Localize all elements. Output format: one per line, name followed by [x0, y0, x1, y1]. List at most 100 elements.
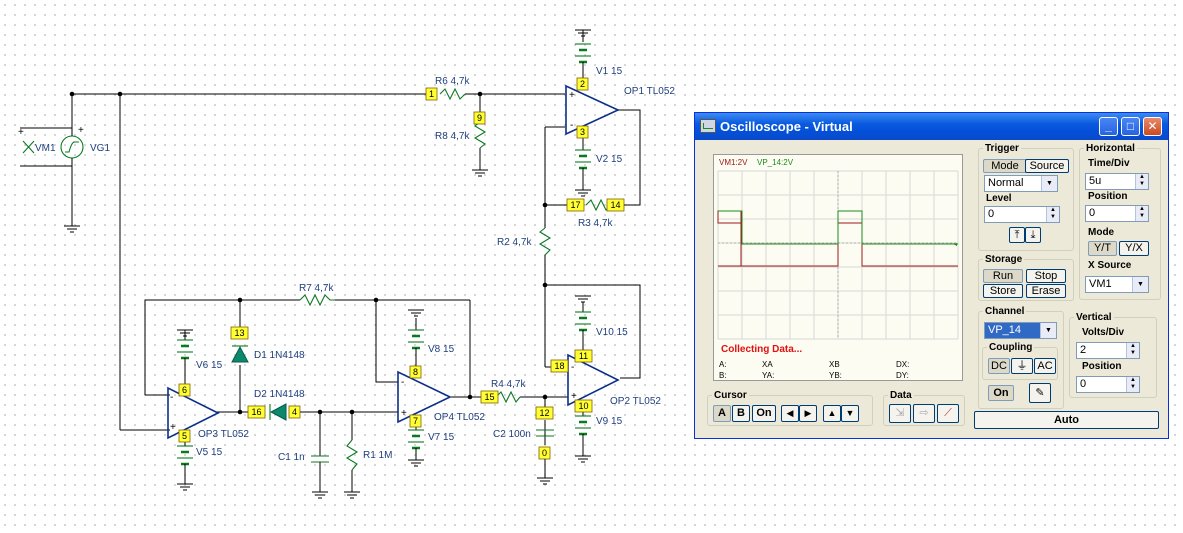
- trigger-mode-select[interactable]: Normal▼: [984, 175, 1058, 192]
- arrow-right-icon[interactable]: ▶: [799, 405, 817, 422]
- capacitor-c1[interactable]: C1 1n: [278, 450, 329, 492]
- yt-mode-button[interactable]: Y/T: [1088, 241, 1117, 256]
- erase-button[interactable]: Erase: [1026, 284, 1066, 298]
- oscilloscope-window[interactable]: Oscilloscope - Virtual _ □ ✕ VM1:2V VP_1…: [694, 112, 1169, 439]
- cursor-on-button[interactable]: On: [752, 405, 776, 422]
- data-import-icon[interactable]: ⇲: [889, 404, 911, 423]
- data-group: Data: [883, 390, 965, 426]
- channel1-legend: VM1:2V: [719, 158, 748, 167]
- vpos-input[interactable]: 0▲▼: [1076, 376, 1140, 393]
- node-16: 16: [251, 407, 261, 417]
- chevron-down-icon: ▼: [1132, 277, 1148, 292]
- channel-on-button[interactable]: On: [988, 385, 1014, 401]
- hpos-value: 0: [1089, 207, 1096, 219]
- arrow-left-icon[interactable]: ◀: [781, 405, 799, 422]
- spin-arrows-icon: ▲▼: [1046, 207, 1059, 222]
- channel2-legend: VP_14:2V: [757, 158, 794, 167]
- timediv-label: Time/Div: [1088, 158, 1130, 169]
- resistor-r2[interactable]: R2 4,7k: [497, 227, 552, 256]
- svg-text:-: -: [570, 120, 573, 131]
- gnd-coupling-button[interactable]: ⏚: [1011, 358, 1033, 374]
- timediv-value: 5u: [1089, 175, 1102, 187]
- voltsdiv-value: 2: [1080, 344, 1087, 356]
- hpos-input[interactable]: 0▲▼: [1085, 205, 1149, 222]
- battery-v2[interactable]: [575, 132, 591, 178]
- scope-screen[interactable]: VM1:2V VP_14:2V ◂ Collecting Data... A: …: [713, 154, 963, 381]
- battery-v1[interactable]: [575, 43, 591, 86]
- resistor-r8[interactable]: R8 4,7k: [435, 121, 487, 149]
- vpos-label: Position: [1082, 361, 1122, 372]
- node-3: 3: [580, 127, 585, 137]
- diode-d1[interactable]: D1 1N4148: [231, 345, 305, 363]
- readout-yb: YB:: [829, 371, 842, 380]
- maximize-button[interactable]: □: [1121, 117, 1140, 136]
- r2-label: R2 4,7k: [497, 237, 532, 248]
- opamp-op1[interactable]: +- OP1 TL052: [565, 84, 675, 136]
- readout-dx: DX:: [896, 360, 910, 369]
- vm1-label: VM1: [35, 143, 56, 154]
- yx-mode-button[interactable]: Y/X: [1119, 241, 1149, 256]
- chevron-down-icon: ▼: [1040, 323, 1056, 338]
- run-button[interactable]: Run: [983, 269, 1023, 283]
- trigger-level-input[interactable]: 0▲▼: [984, 206, 1060, 223]
- stop-button[interactable]: Stop: [1026, 269, 1066, 283]
- battery-v5[interactable]: [177, 442, 193, 484]
- opamp-op3[interactable]: -+ OP3 TL052: [167, 386, 249, 440]
- r8-label: R8 4,7k: [435, 131, 470, 142]
- voltmeter-vm1[interactable]: + VM1: [18, 127, 72, 167]
- battery-v10[interactable]: [575, 302, 591, 350]
- coupling-group: Coupling: [982, 342, 1058, 380]
- xsource-value: VM1: [1089, 278, 1112, 290]
- schematic-canvas[interactable]: + VM1 + VG1: [0, 0, 690, 533]
- capacitor-c2[interactable]: C2 100n: [493, 429, 554, 440]
- resistor-r1[interactable]: R1 1M: [345, 439, 392, 492]
- readout-a: A:: [719, 360, 727, 369]
- timediv-input[interactable]: 5u▲▼: [1085, 173, 1149, 190]
- cursor-a-button[interactable]: A: [713, 405, 731, 422]
- trigger-mode-button[interactable]: Mode: [983, 159, 1027, 173]
- xsource-select[interactable]: VM1 ▼: [1085, 276, 1149, 293]
- battery-v9[interactable]: [575, 412, 591, 456]
- node-6: 6: [182, 385, 187, 395]
- storage-group: Storage: [978, 254, 1074, 301]
- node-12: 12: [539, 408, 549, 418]
- battery-v7[interactable]: [408, 426, 424, 460]
- dc-coupling-button[interactable]: DC: [988, 358, 1010, 374]
- opamp-op2[interactable]: -+ OP2 TL052: [567, 353, 661, 407]
- r6-label: R6 4,7k: [435, 76, 470, 87]
- ac-coupling-button[interactable]: AC: [1034, 358, 1056, 374]
- minimize-button[interactable]: _: [1099, 117, 1118, 136]
- resistor-r7[interactable]: R7 4,7k: [299, 283, 335, 307]
- data-plot-icon[interactable]: ⟋: [937, 404, 959, 423]
- battery-v6[interactable]: [177, 330, 193, 384]
- cursor-group: Cursor: [707, 390, 873, 426]
- channel-select[interactable]: VP_14▼: [984, 322, 1057, 339]
- data-title: Data: [890, 390, 912, 401]
- store-button[interactable]: Store: [983, 284, 1023, 298]
- node-0: 0: [542, 448, 547, 458]
- diode-d2[interactable]: D2 1N4148: [254, 389, 305, 421]
- falling-edge-button[interactable]: ⤓: [1025, 227, 1041, 243]
- r4-label: R4 4,7k: [491, 379, 526, 390]
- trigger-source-button[interactable]: Source: [1025, 159, 1069, 173]
- auto-button[interactable]: Auto: [974, 411, 1159, 429]
- oscilloscope-icon: [700, 119, 716, 133]
- resistor-r4[interactable]: R4 4,7k: [491, 379, 526, 404]
- voltsdiv-input[interactable]: 2▲▼: [1076, 342, 1140, 359]
- close-button[interactable]: ✕: [1143, 117, 1162, 136]
- arrow-up-icon[interactable]: ▲: [823, 405, 841, 422]
- arrow-down-icon[interactable]: ▼: [841, 405, 859, 422]
- signal-generator-vg1[interactable]: + VG1: [60, 125, 110, 159]
- chevron-down-icon: ▼: [1041, 176, 1057, 191]
- cursor-b-button[interactable]: B: [732, 405, 750, 422]
- battery-v8[interactable]: [408, 318, 424, 368]
- readout-dy: DY:: [896, 371, 909, 380]
- probe-icon[interactable]: ✎: [1029, 383, 1051, 403]
- v2-label: V2 15: [596, 154, 623, 165]
- rising-edge-button[interactable]: ⤒: [1009, 227, 1025, 243]
- opamp-op4[interactable]: -+ OP4 TL052: [397, 370, 485, 424]
- data-export-icon[interactable]: ⇨: [913, 404, 935, 423]
- title-bar[interactable]: Oscilloscope - Virtual _ □ ✕: [695, 113, 1168, 140]
- resistor-r6[interactable]: R6 4,7k: [435, 76, 470, 101]
- node-17: 17: [570, 200, 580, 210]
